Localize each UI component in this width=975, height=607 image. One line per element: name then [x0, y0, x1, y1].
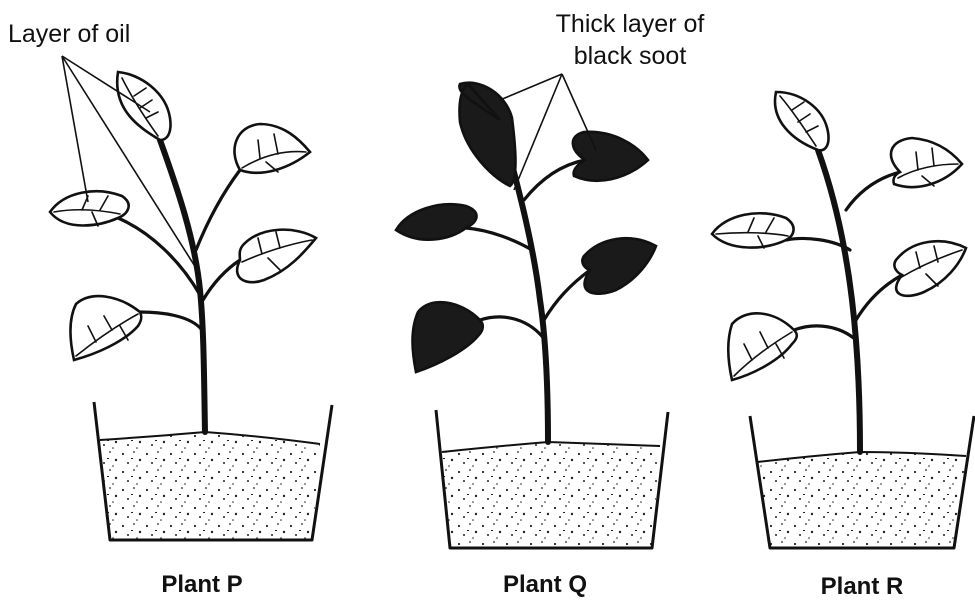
caption-plant-q: Plant Q	[503, 571, 587, 598]
leaf	[71, 296, 142, 360]
leaf	[712, 213, 794, 248]
leaf	[396, 204, 477, 239]
soil-q	[442, 442, 660, 548]
pot-p	[94, 402, 332, 540]
leaf	[582, 238, 656, 293]
leaf	[728, 313, 797, 380]
stem-r	[786, 150, 902, 452]
plant-p	[50, 72, 332, 540]
caption-plant-r: Plant R	[821, 573, 904, 600]
leaf	[237, 230, 316, 283]
leaf	[891, 138, 962, 187]
stem-p	[118, 140, 240, 432]
soil-p	[100, 432, 320, 540]
soot-label-line2: black soot	[574, 42, 687, 70]
leaf	[459, 83, 515, 186]
leaf	[775, 92, 829, 150]
leaf	[573, 132, 648, 181]
leaf	[50, 191, 129, 226]
soot-label-line1: Thick layer of	[556, 10, 705, 38]
leaf	[894, 241, 966, 296]
oil-label: Layer of oil	[8, 20, 130, 48]
caption-plant-p: Plant P	[161, 571, 242, 598]
soil-r	[758, 452, 966, 548]
leaf	[413, 302, 483, 372]
pot-q	[436, 410, 668, 548]
leaf	[117, 72, 170, 140]
leaf	[234, 124, 310, 173]
stem-q	[466, 120, 590, 442]
plant-r	[712, 92, 974, 548]
plant-q	[396, 83, 668, 548]
